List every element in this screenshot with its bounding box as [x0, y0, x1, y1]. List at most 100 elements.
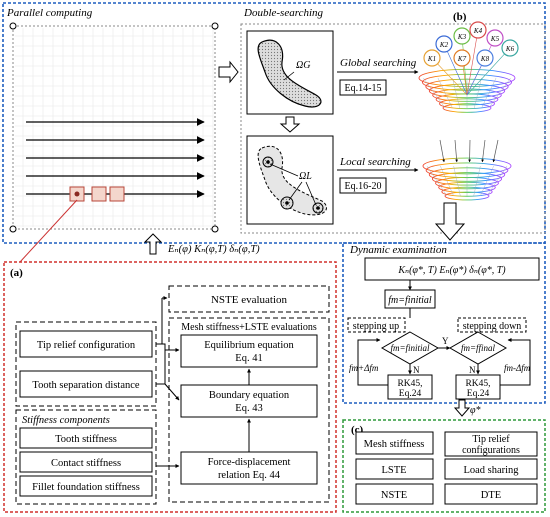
- mesh-group-title: Mesh stiffness+LSTE evaluations: [181, 322, 317, 333]
- global-searching-label: Global searching: [340, 57, 417, 69]
- force-line1: Force-displacement: [208, 457, 291, 468]
- plus-label: fm+Δfm: [349, 363, 379, 373]
- local-center-2: [285, 201, 289, 205]
- corner-dot-tr: [211, 22, 219, 30]
- fillet-stiff-label: Fillet foundation stiffness: [32, 482, 140, 493]
- omega-g-pointer: [283, 71, 295, 81]
- tooth-stiff-box: [19, 427, 153, 449]
- k-circle: [453, 49, 471, 67]
- global-region: [257, 39, 322, 108]
- fillet-stiff-box: [19, 475, 153, 497]
- funnel-rib: [480, 165, 494, 197]
- search-ray: [454, 139, 458, 163]
- rk-left-box: [387, 374, 433, 400]
- k-label: K7: [457, 55, 467, 63]
- out-load: Load sharing: [463, 465, 519, 476]
- local-region-outer: [257, 145, 327, 216]
- omega-l: ΩL: [299, 171, 312, 182]
- out-nste-box: [355, 483, 434, 505]
- k-circle: [435, 35, 453, 53]
- right-loop: [500, 338, 531, 386]
- force-line2: relation Eq. 44: [218, 470, 281, 481]
- out-tip-line2: configurations: [462, 445, 520, 456]
- global-funnel: [418, 68, 516, 113]
- panel-a-connectors: [156, 296, 180, 468]
- out-nste: NSTE: [381, 490, 407, 501]
- omega-g: ΩG: [296, 60, 310, 71]
- global-eq-box: [339, 79, 387, 96]
- omega-l-pointer-1: [269, 163, 299, 177]
- local-eq-box: [339, 177, 387, 194]
- rk-right-2: Eq.24: [467, 389, 490, 399]
- corner-dot-tl: [9, 22, 17, 30]
- funnel-rib: [474, 77, 482, 109]
- decision-right-text: fm=ffinal: [461, 343, 496, 353]
- local-funnel: [422, 139, 512, 201]
- contact-stiff-label: Contact stiffness: [51, 458, 121, 469]
- out-load-box: [444, 458, 538, 480]
- panel-b-label: (b): [453, 11, 467, 23]
- k-label: K5: [490, 35, 500, 43]
- k-label: K1: [427, 55, 436, 63]
- funnel-rib: [437, 77, 453, 109]
- phi-star: φ*: [470, 405, 481, 416]
- n-left: N: [413, 365, 420, 375]
- nste-box: [168, 285, 330, 313]
- hollow-arrow-up: [143, 233, 163, 255]
- k-circle: [476, 49, 494, 67]
- yes-label: Y: [442, 336, 449, 346]
- k-label: K6: [505, 45, 515, 53]
- dyn-init: fm=finitial: [388, 295, 432, 306]
- funnel-rib: [473, 165, 481, 197]
- k-label: K2: [439, 41, 449, 49]
- equil-box: [180, 334, 318, 368]
- funnel-rib: [486, 165, 508, 197]
- transfer-vars: Eₙ(φ) Kₙ(φ,T) δₙ(φ,T): [167, 244, 260, 255]
- local-searching-label: Local searching: [339, 156, 411, 168]
- n-right: N: [469, 365, 476, 375]
- minus-label: fm-Δfm: [504, 363, 531, 373]
- hollow-arrow-to-c: [453, 399, 471, 417]
- out-tip-box: [444, 431, 538, 457]
- parallel-node-dot: [74, 191, 80, 197]
- k-ray: [443, 43, 468, 96]
- dyn-top-box: [364, 257, 540, 281]
- hollow-arrow-down: [279, 116, 301, 133]
- k-ray: [466, 29, 479, 96]
- k-label: K3: [457, 33, 467, 41]
- funnel-rib: [452, 77, 460, 109]
- parallel-title: Parallel computing: [6, 7, 93, 19]
- rk-right-1: RK45,: [465, 379, 490, 389]
- search-ray: [492, 139, 499, 163]
- omega-l-pointer-2: [288, 181, 303, 201]
- k-circle: [453, 27, 471, 45]
- k-circle: [486, 29, 504, 47]
- out-lste: LSTE: [381, 465, 406, 476]
- local-center-1: [266, 160, 270, 164]
- tooth-sep-box: [19, 370, 153, 398]
- search-ray: [439, 139, 445, 163]
- rk-right-box: [455, 374, 501, 400]
- stiffness-title: Stiffness components: [22, 415, 110, 426]
- boundary-line2: Eq. 43: [235, 403, 262, 414]
- step-up-box: [347, 317, 406, 333]
- panel-a-frame: [3, 261, 337, 513]
- rk-left-2: Eq.24: [399, 389, 422, 399]
- out-dte-box: [444, 483, 538, 505]
- zoom-connector: [19, 199, 78, 263]
- dynamic-frame: [342, 242, 546, 404]
- tip-relief-box: [19, 330, 153, 358]
- funnel-rib: [488, 77, 511, 109]
- funnel-rib: [423, 77, 446, 109]
- k-ray: [466, 47, 511, 96]
- k-circle: [469, 21, 487, 39]
- k-circle: [423, 49, 441, 67]
- corner-dot-br: [211, 225, 219, 233]
- out-mesh-box: [355, 431, 434, 455]
- rk-left-1: RK45,: [397, 379, 422, 389]
- corner-dot-bl: [9, 225, 17, 233]
- funnel-rib: [426, 165, 448, 197]
- left-loop: [357, 338, 388, 386]
